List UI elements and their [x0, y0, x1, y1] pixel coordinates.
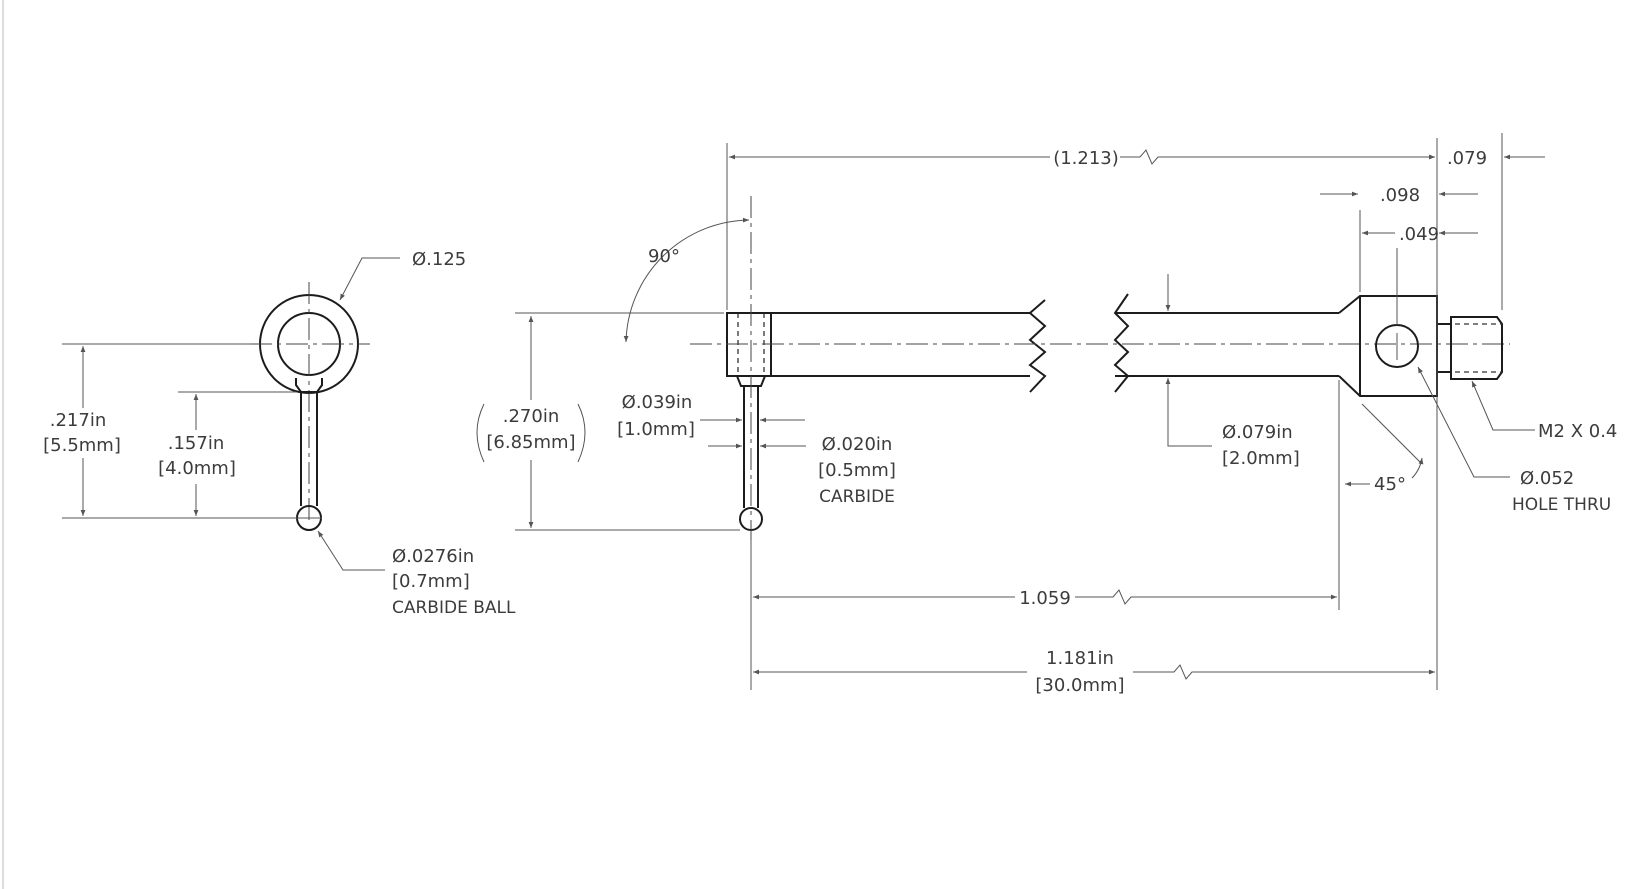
dim-270-mm: [6.85mm] — [486, 432, 575, 453]
dim-079rod-mm: [2.0mm] — [1222, 448, 1300, 469]
dim-217-in: .217in — [50, 410, 107, 431]
tip-material: CARBIDE — [819, 487, 895, 507]
leader-thread — [1471, 380, 1535, 431]
dim-line-079rod-b — [1165, 378, 1212, 447]
paren-right — [577, 403, 586, 463]
dim-039-mm: [1.0mm] — [617, 419, 695, 440]
dim-020-in: Ø.020in — [822, 434, 893, 455]
dim-45: 45° — [1374, 474, 1406, 495]
dim-039-in: Ø.039in — [622, 392, 693, 413]
leader-ball — [317, 530, 385, 571]
body-chamfer — [1338, 295, 1438, 397]
paren-left — [476, 403, 485, 463]
ball-material: CARBIDE BALL — [392, 598, 516, 618]
thread-end — [1450, 316, 1503, 380]
side-view: .217in [5.5mm] .157in [4.0mm] Ø.125 Ø.02… — [43, 249, 516, 618]
dim-1181-mm: [30.0mm] — [1035, 675, 1124, 696]
dim-157-in: .157in — [168, 433, 225, 454]
dim-1181-in: 1.181in — [1046, 648, 1114, 669]
dim-dia-125: Ø.125 — [412, 249, 466, 270]
dim-arc-45 — [1411, 457, 1424, 479]
dim-line-1059-b — [1075, 589, 1337, 605]
dim-079: .079 — [1447, 148, 1487, 169]
side-neck — [295, 378, 323, 393]
dim-line-1213-b — [1120, 149, 1435, 165]
break-right — [1113, 293, 1130, 393]
hole-note: HOLE THRU — [1512, 495, 1611, 515]
dim-270-in: .270in — [503, 406, 560, 427]
thread-spec: M2 X 0.4 — [1538, 421, 1617, 442]
leader-dia-125 — [339, 257, 400, 301]
dim-1059: 1.059 — [1019, 588, 1071, 609]
dim-line-1181-b — [1133, 664, 1435, 680]
angle-arc-90 — [623, 217, 750, 343]
dim-020-mm: [0.5mm] — [818, 460, 896, 481]
dim-217-mm: [5.5mm] — [43, 435, 121, 456]
dim-1213: (1.213) — [1053, 148, 1119, 169]
hole-dia: Ø.052 — [1520, 468, 1574, 489]
dim-ball-mm: [0.7mm] — [392, 571, 470, 592]
dim-90: 90° — [648, 246, 680, 267]
break-left — [1028, 299, 1047, 393]
dim-079rod-in: Ø.079in — [1222, 422, 1293, 443]
chamfer-ext — [1361, 403, 1421, 463]
dim-ball-in: Ø.0276in — [392, 546, 474, 567]
leader-hole — [1417, 366, 1510, 478]
dim-157-mm: [4.0mm] — [158, 458, 236, 479]
dim-098: .098 — [1380, 185, 1420, 206]
thread-section — [1436, 323, 1452, 373]
dim-049: .049 — [1399, 224, 1439, 245]
front-view: (1.213) .079 .098 .049 90° .270in [6.85m… — [476, 133, 1617, 696]
